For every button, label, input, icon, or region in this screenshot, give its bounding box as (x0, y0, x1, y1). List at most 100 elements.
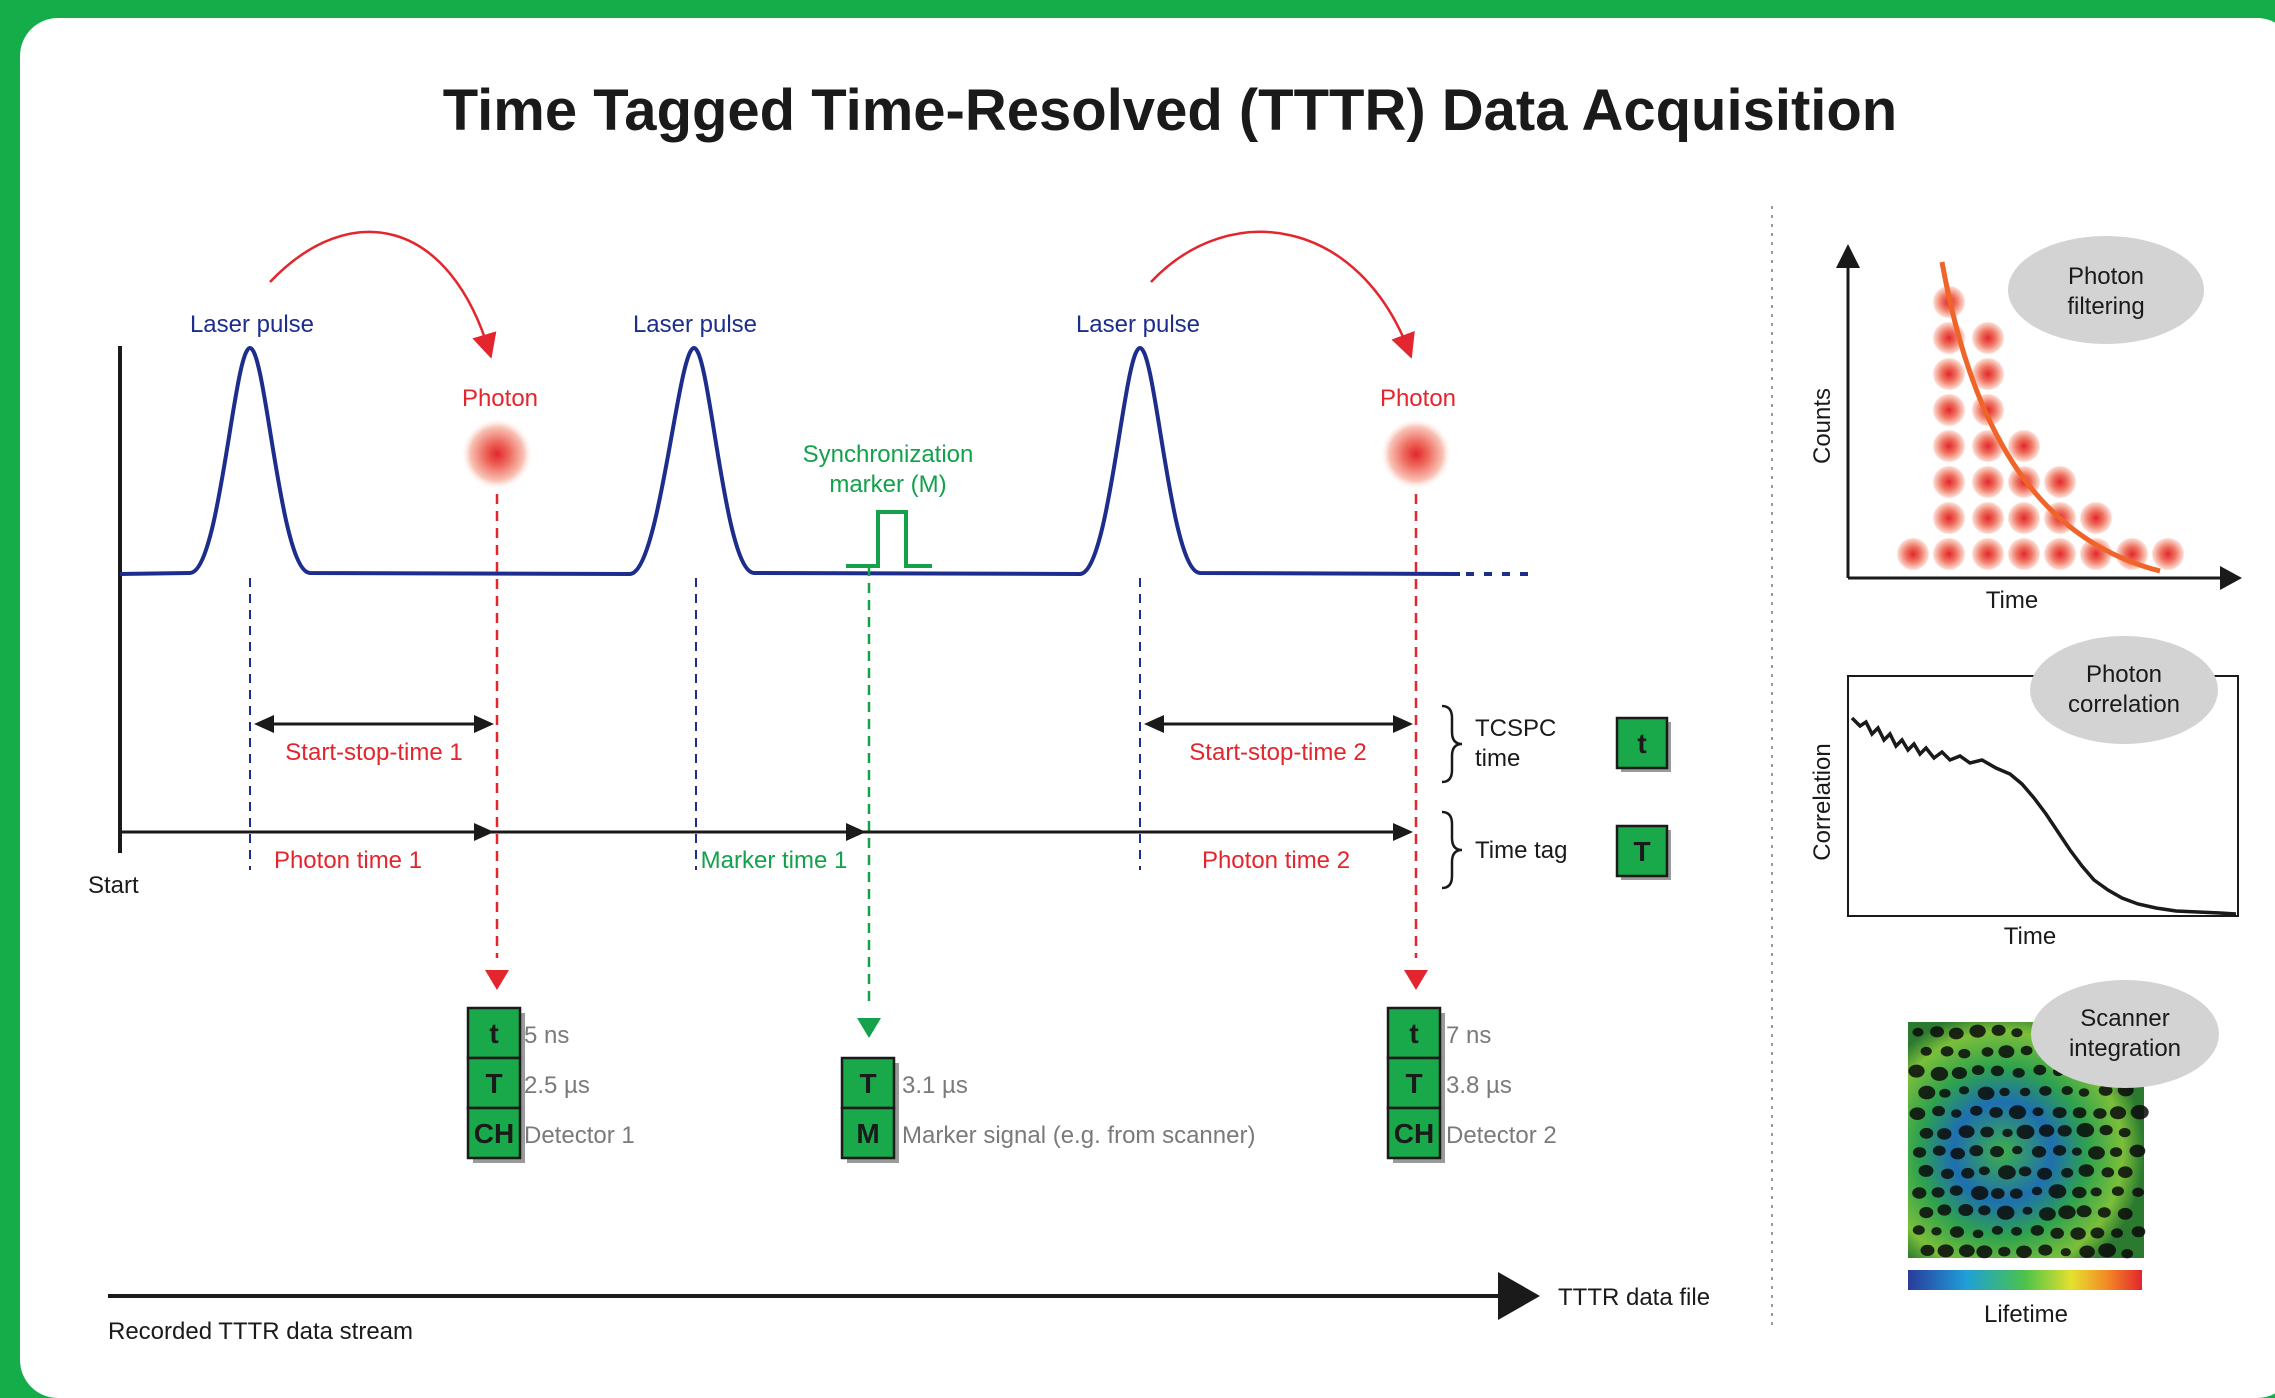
svg-text:t: t (1637, 728, 1646, 759)
photon-dot (1971, 357, 2005, 391)
record-value: Detector 2 (1446, 1122, 1557, 1149)
svg-text:integration: integration (2069, 1035, 2181, 1062)
time-tag-brace (1441, 810, 1463, 890)
record-key-box (466, 1106, 522, 1160)
record-value: 3.1 µs (902, 1072, 968, 1099)
record-key: M (856, 1118, 879, 1149)
photon-dot (1896, 537, 1930, 571)
laser-signal-line (119, 345, 1461, 577)
record-key: T (485, 1068, 502, 1099)
photon-dot (2079, 501, 2113, 535)
data-stream-label: Recorded TTTR data stream (108, 1318, 413, 1345)
photon-dot (2151, 537, 2185, 571)
time-tag-axis (120, 823, 1413, 841)
record-key: T (859, 1068, 876, 1099)
correlation-xlabel: Time (2004, 923, 2056, 950)
record-key-box (1386, 1006, 1442, 1060)
colorbar-label: Lifetime (1984, 1301, 2068, 1328)
photon-dot (2007, 501, 2041, 535)
photon-filtering-panel: Counts Time Photon filtering (1809, 236, 2242, 614)
start-stop-arrow-1 (254, 715, 494, 733)
photon-dot (1971, 501, 2005, 535)
correlation-bubble: Photon correlation (2030, 636, 2218, 744)
start-stop-label-1: Start-stop-time 1 (285, 739, 462, 766)
record-value: 2.5 µs (524, 1072, 590, 1099)
photon-label-2: Photon (1380, 385, 1456, 412)
photon-1-drop-arrow (485, 970, 509, 990)
marker-time-label-1: Marker time 1 (701, 847, 848, 874)
photon-correlation-panel: Correlation Time Photon correlation (1809, 636, 2239, 950)
data-stream-arrow (108, 1272, 1540, 1320)
record-value: 7 ns (1446, 1022, 1491, 1049)
record-key-box (1386, 1056, 1442, 1110)
start-label: Start (88, 872, 139, 899)
photon-dot (2115, 537, 2149, 571)
tttr-diagram: Time Tagged Time-Resolved (TTTR) Data Ac… (88, 78, 2242, 1345)
laser-pulse-label-1: Laser pulse (190, 311, 314, 338)
photon-dot (1971, 465, 2005, 499)
photon-time-label-2: Photon time 2 (1202, 847, 1350, 874)
photon-time-label-1: Photon time 1 (274, 847, 422, 874)
lifetime-colorbar (1908, 1270, 2142, 1290)
record-key: T (1405, 1068, 1422, 1099)
photon-dot (1932, 357, 1966, 391)
record-value: Detector 1 (524, 1122, 635, 1149)
sync-marker-label-line2: marker (M) (829, 471, 946, 498)
curved-arrow-2 (1150, 230, 1415, 359)
correlation-curve (1850, 716, 2237, 916)
filtering-ylabel: Counts (1809, 388, 1836, 464)
decay-curve (1939, 261, 2161, 574)
record-value: Marker signal (e.g. from scanner) (902, 1122, 1255, 1149)
svg-text:filtering: filtering (2067, 293, 2144, 320)
svg-text:Photon: Photon (2086, 661, 2162, 688)
tcspc-label-line2: time (1475, 745, 1520, 772)
photon-dot (1932, 393, 1966, 427)
filtering-xlabel: Time (1986, 587, 2038, 614)
time-tag-box: T (1615, 824, 1671, 880)
photon-dot (1932, 537, 1966, 571)
photon-dot (2079, 537, 2113, 571)
record-value: 5 ns (524, 1022, 569, 1049)
figure-card: Time Tagged Time-Resolved (TTTR) Data Ac… (20, 18, 2275, 1398)
sync-marker-label-line1: Synchronization (803, 441, 974, 468)
photon-dot (1932, 429, 1966, 463)
photon-dot (2007, 429, 2041, 463)
svg-text:Photon: Photon (2068, 263, 2144, 290)
svg-text:correlation: correlation (2068, 691, 2180, 718)
tcspc-label-line1: TCSPC (1475, 715, 1556, 742)
record-key: t (489, 1018, 498, 1049)
laser-drop-lines (249, 578, 1141, 870)
record-value: 3.8 µs (1446, 1072, 1512, 1099)
start-stop-label-2: Start-stop-time 2 (1189, 739, 1366, 766)
photon-label-1: Photon (462, 385, 538, 412)
svg-text:T: T (1633, 836, 1650, 867)
photon-dot (2043, 537, 2077, 571)
photon-dot (1932, 465, 1966, 499)
tcspc-box: t (1615, 716, 1671, 772)
photon-dot (1932, 501, 1966, 535)
laser-pulse-label-2: Laser pulse (633, 311, 757, 338)
data-file-label: TTTR data file (1558, 1284, 1710, 1311)
photon-dot (2007, 537, 2041, 571)
tcspc-brace (1441, 704, 1463, 784)
photon-dot (1971, 321, 2005, 355)
time-tag-label: Time tag (1475, 837, 1567, 864)
histogram-dots (1896, 285, 2185, 571)
record-key-box (840, 1056, 896, 1110)
page-title: Time Tagged Time-Resolved (TTTR) Data Ac… (443, 78, 1897, 143)
svg-text:Scanner: Scanner (2080, 1005, 2169, 1032)
scanner-integration-panel: Lifetime Scanner integration (1908, 980, 2219, 1328)
marker-drop-arrow (857, 1018, 881, 1038)
filtering-bubble: Photon filtering (2008, 236, 2204, 344)
photon-dot (2043, 465, 2077, 499)
photon-2-drop-arrow (1404, 970, 1428, 990)
photon-1-icon (461, 418, 533, 490)
sync-marker-pulse (846, 510, 932, 568)
record-key-box (466, 1056, 522, 1110)
scanner-bubble: Scanner integration (2031, 980, 2219, 1088)
laser-pulse-label-3: Laser pulse (1076, 311, 1200, 338)
curved-arrow-1 (269, 230, 497, 359)
